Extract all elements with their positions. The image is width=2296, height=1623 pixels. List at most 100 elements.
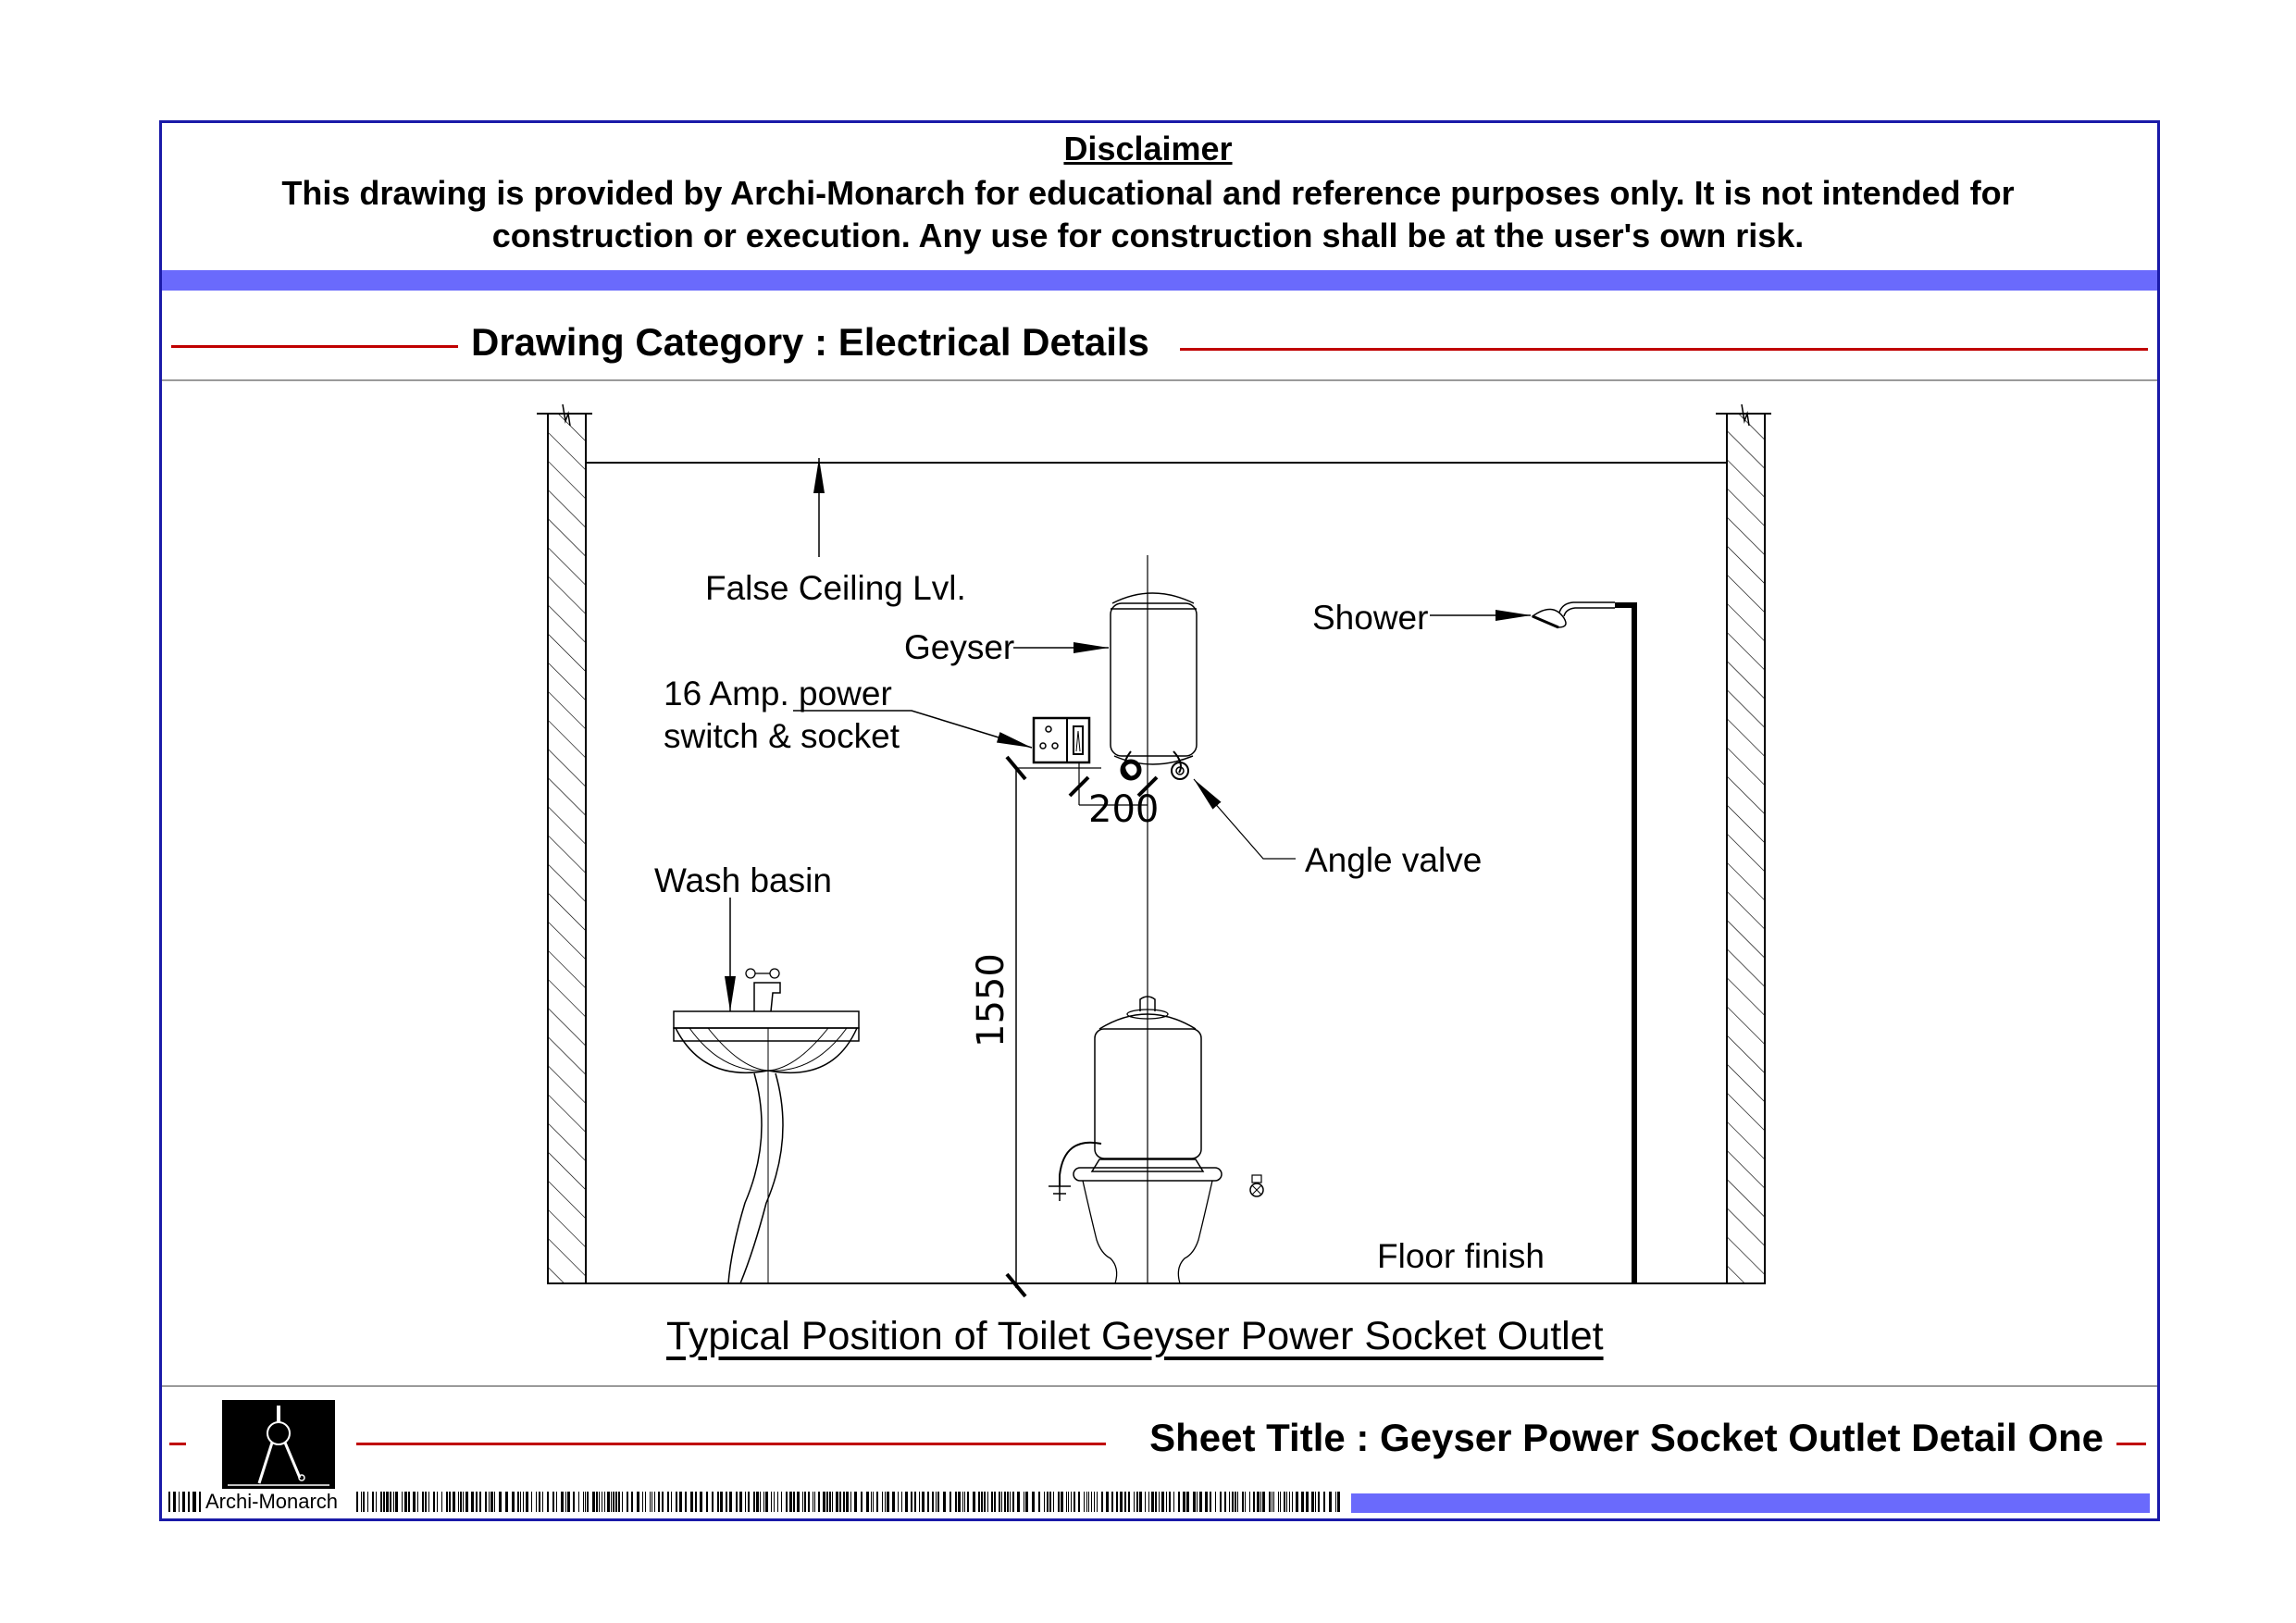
barcode-bar [596, 1492, 598, 1512]
barcode-bar [685, 1492, 687, 1512]
barcode-bar [489, 1492, 490, 1512]
barcode-bar [536, 1492, 537, 1512]
barcode-bar [1197, 1492, 1198, 1512]
barcode-strip [356, 1492, 1340, 1512]
barcode-bar [1049, 1492, 1051, 1512]
disclaimer-text: This drawing is provided by Archi-Monarc… [281, 174, 2015, 254]
barcode-bar [1262, 1492, 1265, 1512]
barcode-bar [611, 1492, 612, 1512]
barcode-bar [408, 1492, 410, 1512]
barcode-bar [587, 1492, 589, 1512]
barcode-bar [485, 1492, 487, 1512]
barcode-bar [1086, 1492, 1087, 1512]
footer-accent-band [1351, 1493, 2150, 1513]
barcode-bar [789, 1492, 792, 1512]
barcode-bar [1155, 1492, 1157, 1512]
barcode-bar [861, 1492, 863, 1512]
barcode-bar [1010, 1492, 1011, 1512]
barcode-left [168, 1492, 201, 1512]
barcode-bar [978, 1492, 980, 1512]
barcode-bar [1017, 1492, 1020, 1512]
dimension-200-label: 200 [1088, 788, 1159, 831]
barcode-bar [1210, 1492, 1211, 1512]
barcode-bar [618, 1492, 620, 1512]
barcode-bar [645, 1492, 646, 1512]
barcode-bar [1278, 1492, 1279, 1512]
barcode-bar [662, 1492, 664, 1512]
barcode-bar [552, 1492, 554, 1512]
barcode-bar [404, 1492, 407, 1512]
barcode-bar [850, 1492, 851, 1512]
barcode-bar [631, 1492, 633, 1512]
barcode-bar [676, 1492, 677, 1512]
barcode-bar [542, 1492, 543, 1512]
barcode-bar [1068, 1492, 1069, 1512]
barcode-bar [984, 1492, 986, 1512]
barcode-bar [637, 1492, 639, 1512]
barcode-bar [1038, 1492, 1040, 1512]
barcode-bar [962, 1492, 963, 1512]
barcode-bar [1120, 1492, 1123, 1512]
barcode-bar [818, 1492, 820, 1512]
wash-basin-icon [673, 968, 860, 1284]
brand-name: Archi-Monarch [205, 1490, 339, 1513]
barcode-bar [802, 1492, 803, 1512]
barcode-bar [499, 1492, 502, 1512]
angle-valve-leader [1193, 778, 1296, 860]
false-ceiling-label: False Ceiling Lvl. [705, 569, 966, 607]
barcode-bar [1215, 1492, 1216, 1512]
category-rule-right [1180, 348, 2148, 351]
barcode-bar [393, 1492, 394, 1512]
barcode-bar [898, 1492, 899, 1512]
dimension-socket-offset: 200 [1068, 762, 1159, 831]
barcode-bar [1286, 1492, 1287, 1512]
barcode-bar [739, 1492, 742, 1512]
barcode-bar [756, 1492, 759, 1512]
dimension-socket-height: 1550 [970, 755, 1101, 1298]
barcode-bar [1044, 1492, 1045, 1512]
barcode-bar [1004, 1492, 1006, 1512]
barcode-bar [539, 1492, 540, 1512]
barcode-bar [1148, 1492, 1149, 1512]
barcode-bar [774, 1492, 775, 1512]
barcode-bar [793, 1492, 795, 1512]
barcode-bar [395, 1492, 398, 1512]
category-rule-left [171, 345, 458, 348]
barcode-bar [777, 1492, 778, 1512]
barcode-bar [1186, 1492, 1189, 1512]
barcode-bar [1173, 1492, 1174, 1512]
barcode-bar [1205, 1492, 1208, 1512]
barcode-bar [1091, 1492, 1092, 1512]
barcode-bar [901, 1492, 902, 1512]
barcode-bar [463, 1492, 464, 1512]
barcode-bar [1139, 1492, 1142, 1512]
barcode-bar [658, 1492, 660, 1512]
barcode-bar [573, 1492, 575, 1512]
barcode-bar [413, 1492, 416, 1512]
barcode-bar [1232, 1492, 1234, 1512]
barcode-bar [1078, 1492, 1080, 1512]
barcode-bar [526, 1492, 528, 1512]
barcode-bar [547, 1492, 549, 1512]
barcode-bar [1097, 1492, 1098, 1512]
barcode-bar [1284, 1492, 1285, 1512]
barcode-bar [745, 1492, 746, 1512]
barcode-bar [765, 1492, 768, 1512]
barcode-bar [994, 1492, 996, 1512]
barcode-bar [823, 1492, 825, 1512]
barcode-bar [1116, 1492, 1118, 1512]
barcode-bar [1193, 1492, 1196, 1512]
barcode-bar [458, 1492, 459, 1512]
sheet-frame [159, 120, 2160, 1521]
barcode-bar [836, 1492, 838, 1512]
barcode-bar [1280, 1492, 1281, 1512]
barcode-bar [376, 1492, 377, 1512]
barcode-bar [987, 1492, 988, 1512]
barcode-bar [964, 1492, 965, 1512]
barcode-bar [753, 1492, 755, 1512]
barcode-bar [882, 1492, 883, 1512]
barcode-bar [1257, 1492, 1260, 1512]
barcode-bar [720, 1492, 723, 1512]
angle-valve-label: Angle valve [1305, 841, 1482, 879]
switch-socket-icon [1032, 716, 1091, 764]
